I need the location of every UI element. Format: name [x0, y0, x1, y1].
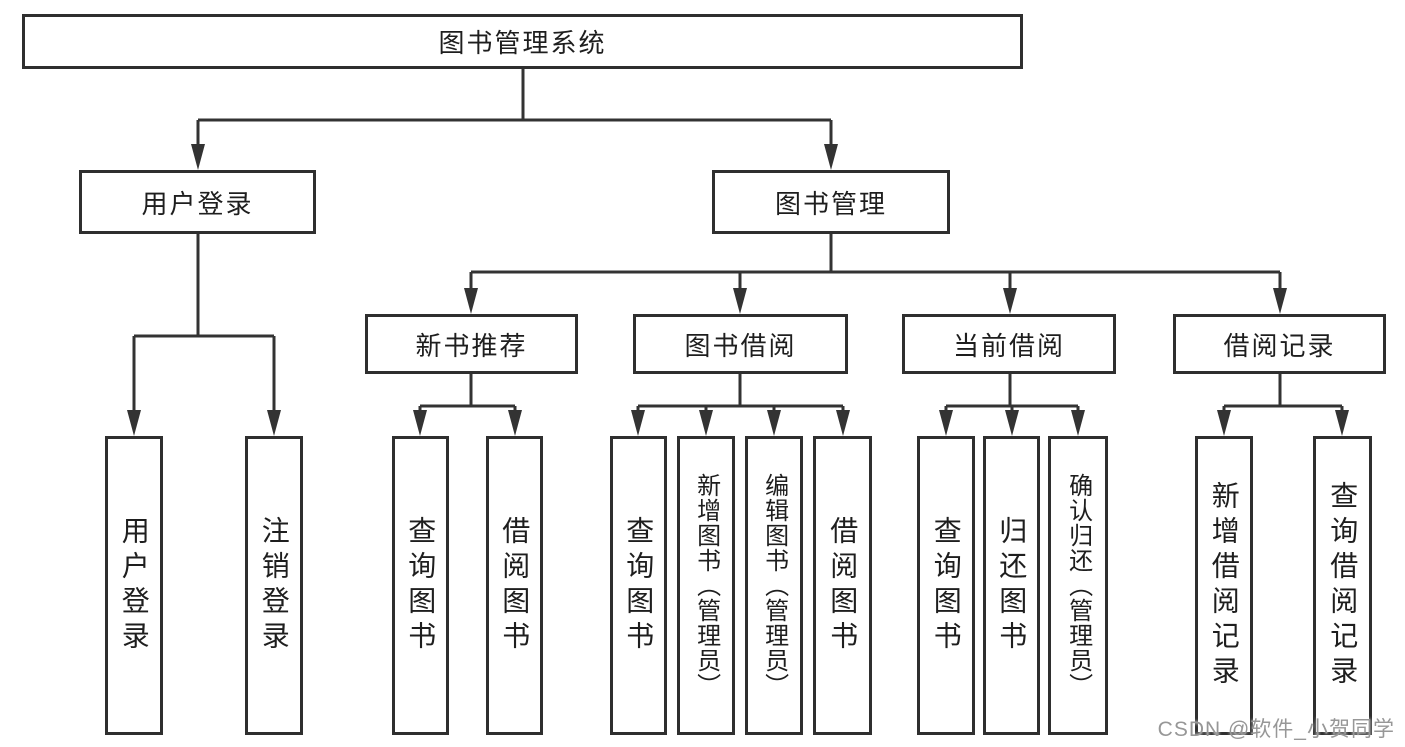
node-label: 借阅图书: [499, 515, 531, 656]
node-user-login: 用户登录: [79, 170, 316, 234]
node-label: 新增借阅记录: [1208, 480, 1240, 691]
node-new-book-recommend: 新书推荐: [365, 314, 578, 374]
leaf-query-books-borrowing: 查询图书: [610, 436, 667, 735]
leaf-logout: 注销登录: [245, 436, 303, 735]
node-book-management: 图书管理: [712, 170, 950, 234]
node-label: 借阅记录: [1223, 330, 1336, 361]
node-label: 确认归还（管理员）: [1064, 473, 1092, 698]
node-label: 借阅图书: [827, 515, 859, 656]
node-label: 归还图书: [996, 515, 1028, 656]
leaf-confirm-return-admin: 确认归还（管理员）: [1048, 436, 1108, 735]
node-label: 新增图书（管理员）: [692, 473, 720, 698]
node-label: 查询借阅记录: [1327, 480, 1359, 691]
leaf-query-books-recommend: 查询图书: [392, 436, 449, 735]
leaf-query-books-current: 查询图书: [917, 436, 975, 735]
node-label: 新书推荐: [415, 330, 528, 361]
node-label: 图书管理系统: [438, 28, 607, 58]
node-label: 图书借阅: [684, 330, 797, 361]
leaf-add-books-admin: 新增图书（管理员）: [677, 436, 735, 735]
leaf-query-borrow-record: 查询借阅记录: [1313, 436, 1372, 735]
leaf-borrow-books-borrowing: 借阅图书: [813, 436, 872, 735]
node-current-borrowing: 当前借阅: [902, 314, 1116, 374]
node-book-borrowing: 图书借阅: [633, 314, 848, 374]
leaf-return-books: 归还图书: [983, 436, 1040, 735]
leaf-edit-books-admin: 编辑图书（管理员）: [745, 436, 803, 735]
csdn-watermark: CSDN @软件_小贺同学: [1157, 718, 1395, 741]
node-label: 查询图书: [930, 515, 962, 656]
connector-trunks: [134, 69, 1342, 408]
node-label: 图书管理: [774, 188, 887, 219]
leaf-borrow-books-recommend: 借阅图书: [486, 436, 543, 735]
node-label: 编辑图书（管理员）: [760, 473, 788, 698]
node-label: 查询图书: [623, 515, 655, 656]
node-label: 用户登录: [141, 188, 254, 219]
node-label: 当前借阅: [952, 330, 1065, 361]
leaf-user-login: 用户登录: [105, 436, 163, 735]
node-borrowing-records: 借阅记录: [1173, 314, 1386, 374]
node-label: 查询图书: [405, 515, 437, 656]
leaf-add-borrow-record: 新增借阅记录: [1195, 436, 1253, 735]
node-label: 注销登录: [258, 515, 290, 656]
node-library-system: 图书管理系统: [22, 14, 1023, 69]
node-label: 用户登录: [118, 515, 150, 656]
